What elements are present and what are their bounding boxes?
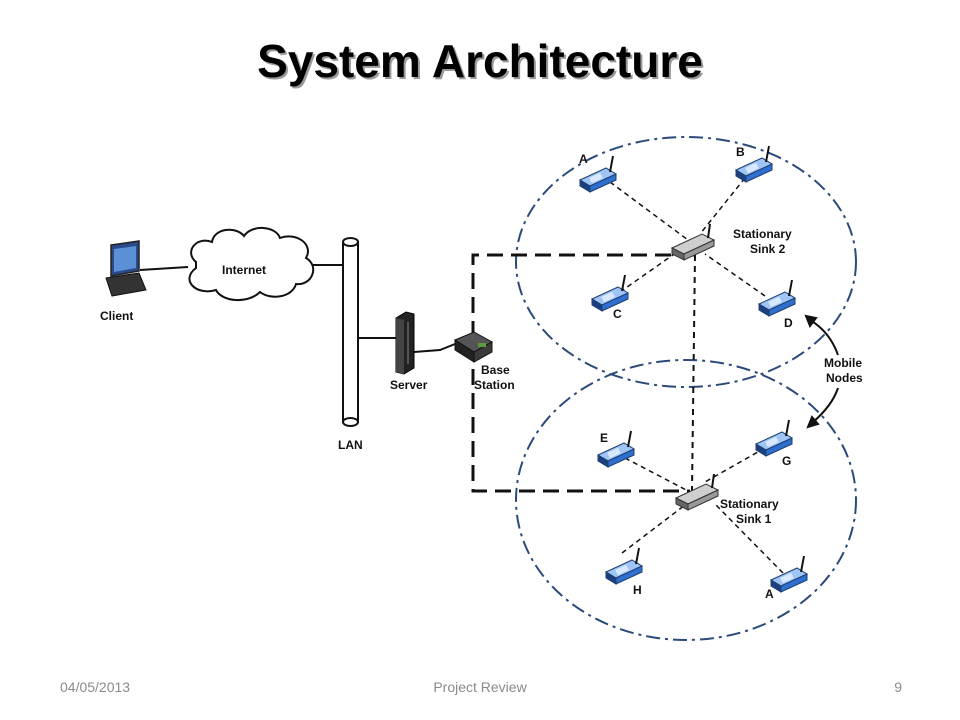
footer-date: 04/05/2013 [60,679,131,695]
page-title: System Architecture [257,35,703,87]
server-icon [395,311,415,375]
sink-connection-box [471,253,695,493]
mobile-nodes-arrows [804,314,839,429]
sink1-label-line2: Sink 1 [736,512,772,526]
mobile-nodes-label-line2: Nodes [826,371,863,385]
client-laptop-icon [105,240,147,297]
page-title-shadow: System Architecture [259,37,705,89]
sensor-node-h-icon [605,547,643,585]
client-label: Client [100,309,133,323]
top-cluster-links [609,177,766,297]
internet-cloud-icon [188,227,315,301]
cluster-bottom-boundary [515,359,857,641]
sink1-label-line1: Stationary [720,497,779,511]
node-h-label: H [633,583,642,597]
base-station-label-line2: Station [474,378,515,392]
node-a-top-label: A [579,152,588,166]
bottom-cluster-links [621,447,784,574]
sensor-node-c-icon [591,274,629,312]
sink2-label-line1: Stationary [733,227,792,241]
page-number: 9 [894,679,902,695]
node-b-label: B [736,145,745,159]
node-g-label: G [782,454,791,468]
base-station-icon [453,331,494,363]
footer-title: Project Review [433,679,527,695]
node-a-bottom-label: A [765,587,774,601]
stationary-sink-2-icon [671,223,715,261]
internet-label: Internet [222,263,266,277]
sink-vertical-link [691,254,696,492]
server-base-station-link [413,343,456,353]
lan-label: LAN [338,438,363,452]
node-d-label: D [784,316,793,330]
sensor-node-a-bottom-icon [770,555,808,593]
server-label: Server [390,378,428,392]
stationary-sink-1-icon [675,473,719,511]
cluster-top-boundary [515,136,857,388]
lan-bus-icon [342,237,359,427]
client-internet-link [139,266,189,271]
sensor-node-g-icon [755,419,793,457]
node-c-label: C [613,307,622,321]
mobile-nodes-label-line1: Mobile [824,356,862,370]
sink2-label-line2: Sink 2 [750,242,786,256]
base-station-label-line1: Base [481,363,510,377]
sensor-node-d-icon [758,279,796,317]
node-e-label: E [600,431,608,445]
